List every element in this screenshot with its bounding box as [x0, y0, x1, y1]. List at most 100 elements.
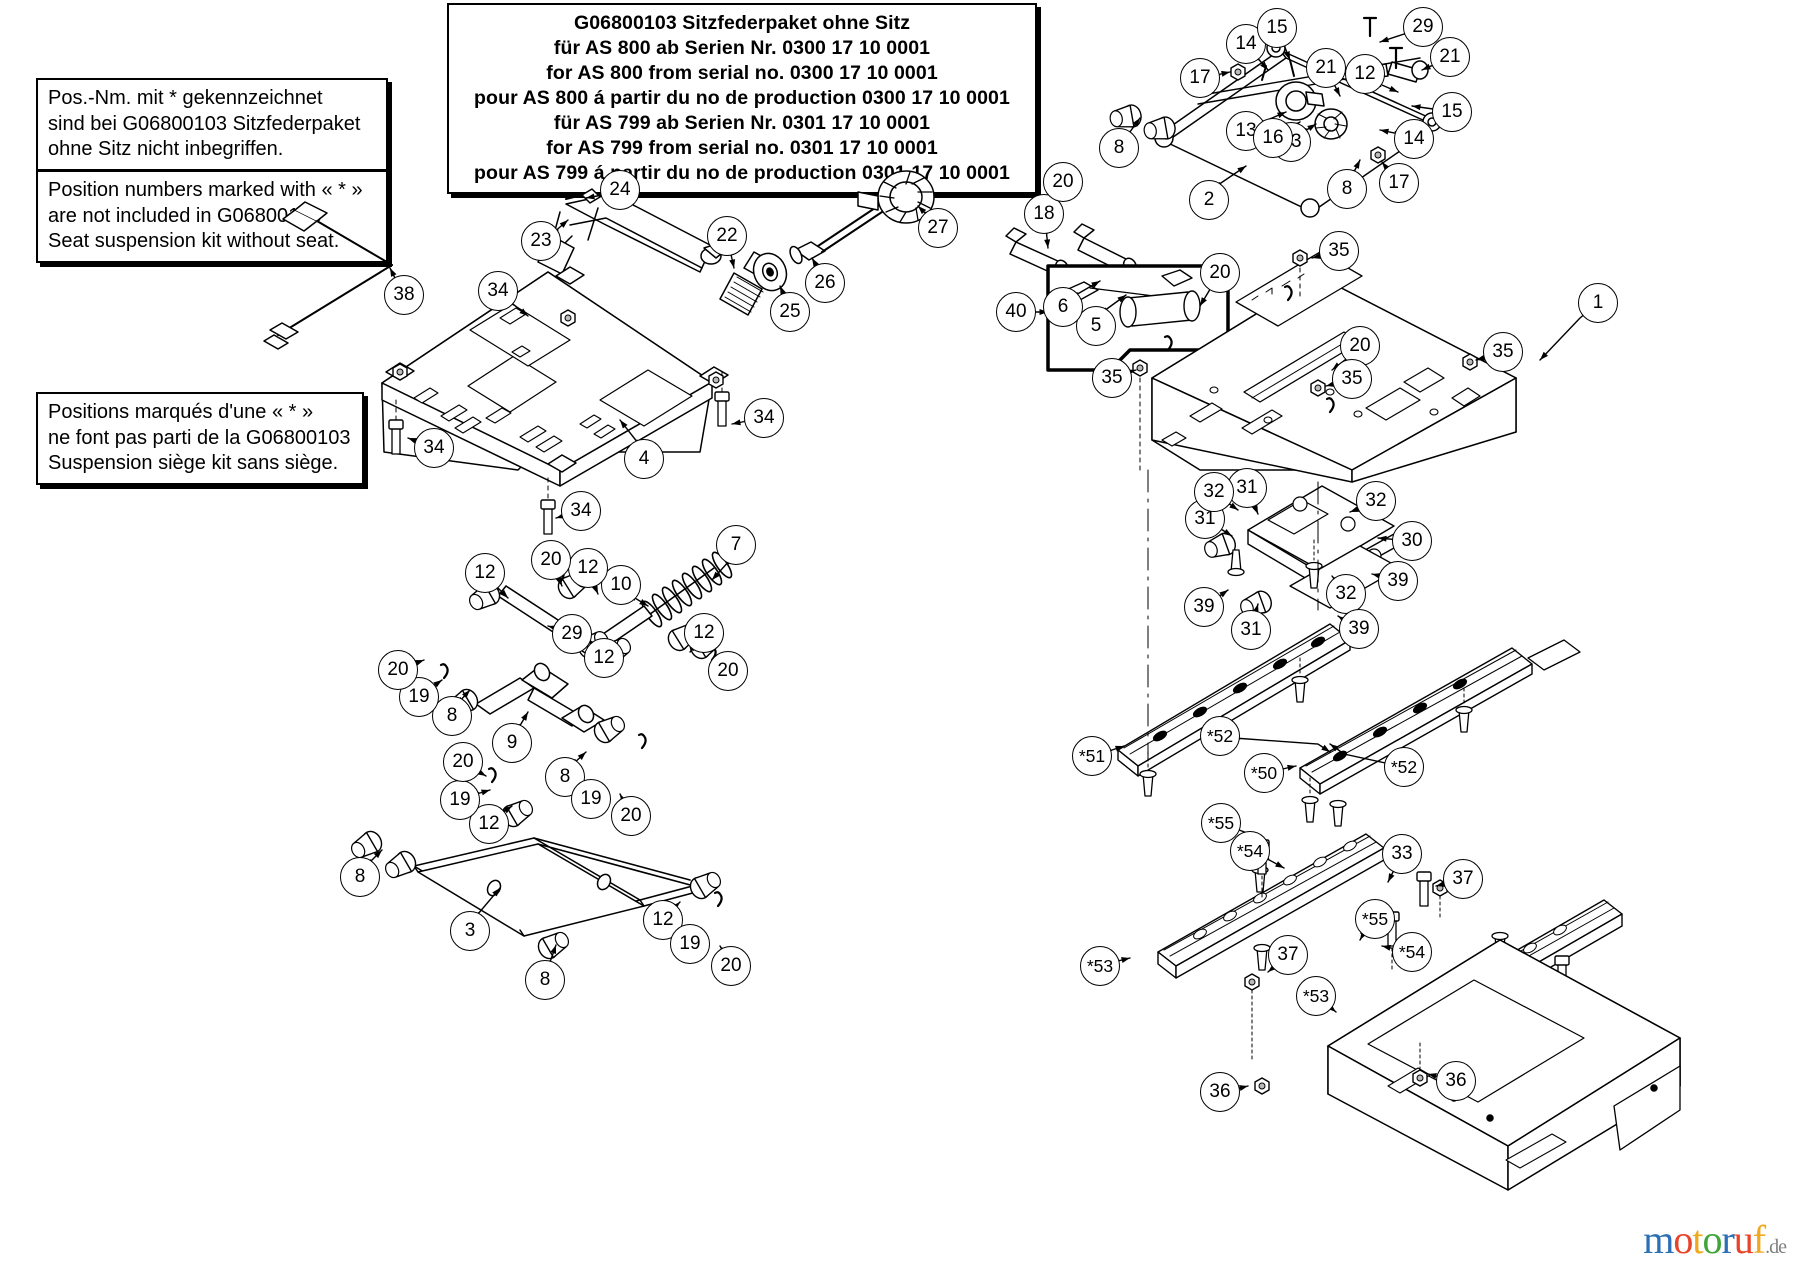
watermark-letter-1: m [1643, 1217, 1674, 1262]
callout-22[interactable]: 22 [707, 216, 747, 256]
callout-16[interactable]: 16 [1253, 118, 1293, 158]
title-line-4: pour AS 800 á partir du no de production… [474, 86, 1010, 109]
callout-21[interactable]: 21 [1430, 37, 1470, 77]
callout-35[interactable]: 35 [1332, 359, 1372, 399]
hardware-36-37 [1244, 879, 1448, 1095]
part-38-cable [263, 201, 393, 350]
callout-36[interactable]: 36 [1200, 1072, 1240, 1112]
callout-12[interactable]: 12 [568, 548, 608, 588]
callout-15[interactable]: 15 [1257, 8, 1297, 48]
bolts-54-55 [1254, 839, 1570, 991]
callout-24[interactable]: 24 [600, 170, 640, 210]
title-line-7: pour AS 799 á partir du no de production… [474, 161, 1010, 184]
callout-12[interactable]: 12 [1345, 54, 1385, 94]
part-23-24-lever [537, 188, 727, 275]
callout-35[interactable]: 35 [1319, 231, 1359, 271]
callout-31[interactable]: 31 [1231, 610, 1271, 650]
callout-32[interactable]: 32 [1356, 481, 1396, 521]
callout-1[interactable]: 1 [1578, 283, 1618, 323]
callout-35[interactable]: 35 [1483, 332, 1523, 372]
callout-26[interactable]: 26 [805, 263, 845, 303]
callout-star50[interactable]: *50 [1244, 753, 1284, 793]
callout-30[interactable]: 30 [1392, 521, 1432, 561]
callout-20[interactable]: 20 [531, 540, 571, 580]
callout-20[interactable]: 20 [443, 742, 483, 782]
callout-37[interactable]: 37 [1443, 859, 1483, 899]
callout-29[interactable]: 29 [552, 614, 592, 654]
callout-8[interactable]: 8 [340, 857, 380, 897]
title-line-1: G06800103 Sitzfederpaket ohne Sitz [573, 12, 911, 34]
callout-39[interactable]: 39 [1378, 561, 1418, 601]
callout-20[interactable]: 20 [378, 650, 418, 690]
callout-34[interactable]: 34 [414, 428, 454, 468]
callout-23[interactable]: 23 [521, 221, 561, 261]
callout-33[interactable]: 33 [1382, 834, 1422, 874]
callout-14[interactable]: 14 [1394, 119, 1434, 159]
callout-25[interactable]: 25 [770, 292, 810, 332]
callout-star52[interactable]: *52 [1200, 716, 1240, 756]
callout-19[interactable]: 19 [440, 780, 480, 820]
callout-4[interactable]: 4 [624, 439, 664, 479]
callout-34[interactable]: 34 [478, 271, 518, 311]
callout-12[interactable]: 12 [684, 613, 724, 653]
part-50-rail [1299, 639, 1581, 827]
callout-star52[interactable]: *52 [1384, 747, 1424, 787]
callout-8[interactable]: 8 [525, 960, 565, 1000]
callout-19[interactable]: 19 [670, 924, 710, 964]
callout-29[interactable]: 29 [1403, 7, 1443, 47]
callout-star54[interactable]: *54 [1230, 831, 1270, 871]
callout-12[interactable]: 12 [584, 638, 624, 678]
callout-star55[interactable]: *55 [1201, 803, 1241, 843]
callout-6[interactable]: 6 [1043, 287, 1083, 327]
callout-21[interactable]: 21 [1306, 48, 1346, 88]
note-de-line-2: sind bei G06800103 Sitzfederpaket [48, 112, 361, 135]
callout-star55[interactable]: *55 [1355, 899, 1395, 939]
callout-17[interactable]: 17 [1379, 163, 1419, 203]
callout-20[interactable]: 20 [708, 651, 748, 691]
watermark-letter-7: f [1752, 1217, 1766, 1262]
callout-39[interactable]: 39 [1339, 609, 1379, 649]
callout-20[interactable]: 20 [711, 946, 751, 986]
callout-20[interactable]: 20 [611, 796, 651, 836]
part-51-rail [1117, 623, 1351, 797]
callout-32[interactable]: 32 [1194, 472, 1234, 512]
callout-star54[interactable]: *54 [1392, 932, 1432, 972]
callout-27[interactable]: 27 [918, 208, 958, 248]
note-box-french: Positions marqués d'une « * »ne font pas… [36, 392, 364, 485]
motoruf-watermark: motoruf.de [1643, 1216, 1787, 1263]
callout-20[interactable]: 20 [1200, 253, 1240, 293]
note-en-line-1: Position numbers marked with « * » [48, 179, 363, 201]
callout-star53[interactable]: *53 [1296, 976, 1336, 1016]
callout-star53[interactable]: *53 [1080, 946, 1120, 986]
callout-20[interactable]: 20 [1043, 162, 1083, 202]
callout-star51[interactable]: *51 [1072, 736, 1112, 776]
part-34-bolts [388, 309, 730, 535]
callout-8[interactable]: 8 [1327, 169, 1367, 209]
callout-17[interactable]: 17 [1180, 58, 1220, 98]
watermark-letter-2: o [1673, 1217, 1693, 1262]
title-line-6: for AS 799 from serial no. 0301 17 10 00… [546, 136, 938, 159]
watermark-letter-5: r [1721, 1217, 1734, 1262]
callout-2[interactable]: 2 [1189, 180, 1229, 220]
callout-32[interactable]: 32 [1326, 574, 1366, 614]
callout-34[interactable]: 34 [744, 398, 784, 438]
callout-39[interactable]: 39 [1184, 587, 1224, 627]
callout-3[interactable]: 3 [450, 911, 490, 951]
callout-9[interactable]: 9 [492, 723, 532, 763]
callout-34[interactable]: 34 [561, 491, 601, 531]
callout-15[interactable]: 15 [1432, 92, 1472, 132]
callout-37[interactable]: 37 [1268, 935, 1308, 975]
callout-40[interactable]: 40 [996, 292, 1036, 332]
callout-36[interactable]: 36 [1436, 1061, 1476, 1101]
note-box-english: Position numbers marked with « * »are no… [36, 170, 388, 263]
callout-35[interactable]: 35 [1092, 358, 1132, 398]
part-33-base-bracket [1327, 939, 1681, 1191]
callout-12[interactable]: 12 [465, 553, 505, 593]
callout-19[interactable]: 19 [571, 779, 611, 819]
callout-5[interactable]: 5 [1076, 306, 1116, 346]
callout-7[interactable]: 7 [716, 525, 756, 565]
callout-38[interactable]: 38 [384, 275, 424, 315]
callout-8[interactable]: 8 [1099, 128, 1139, 168]
